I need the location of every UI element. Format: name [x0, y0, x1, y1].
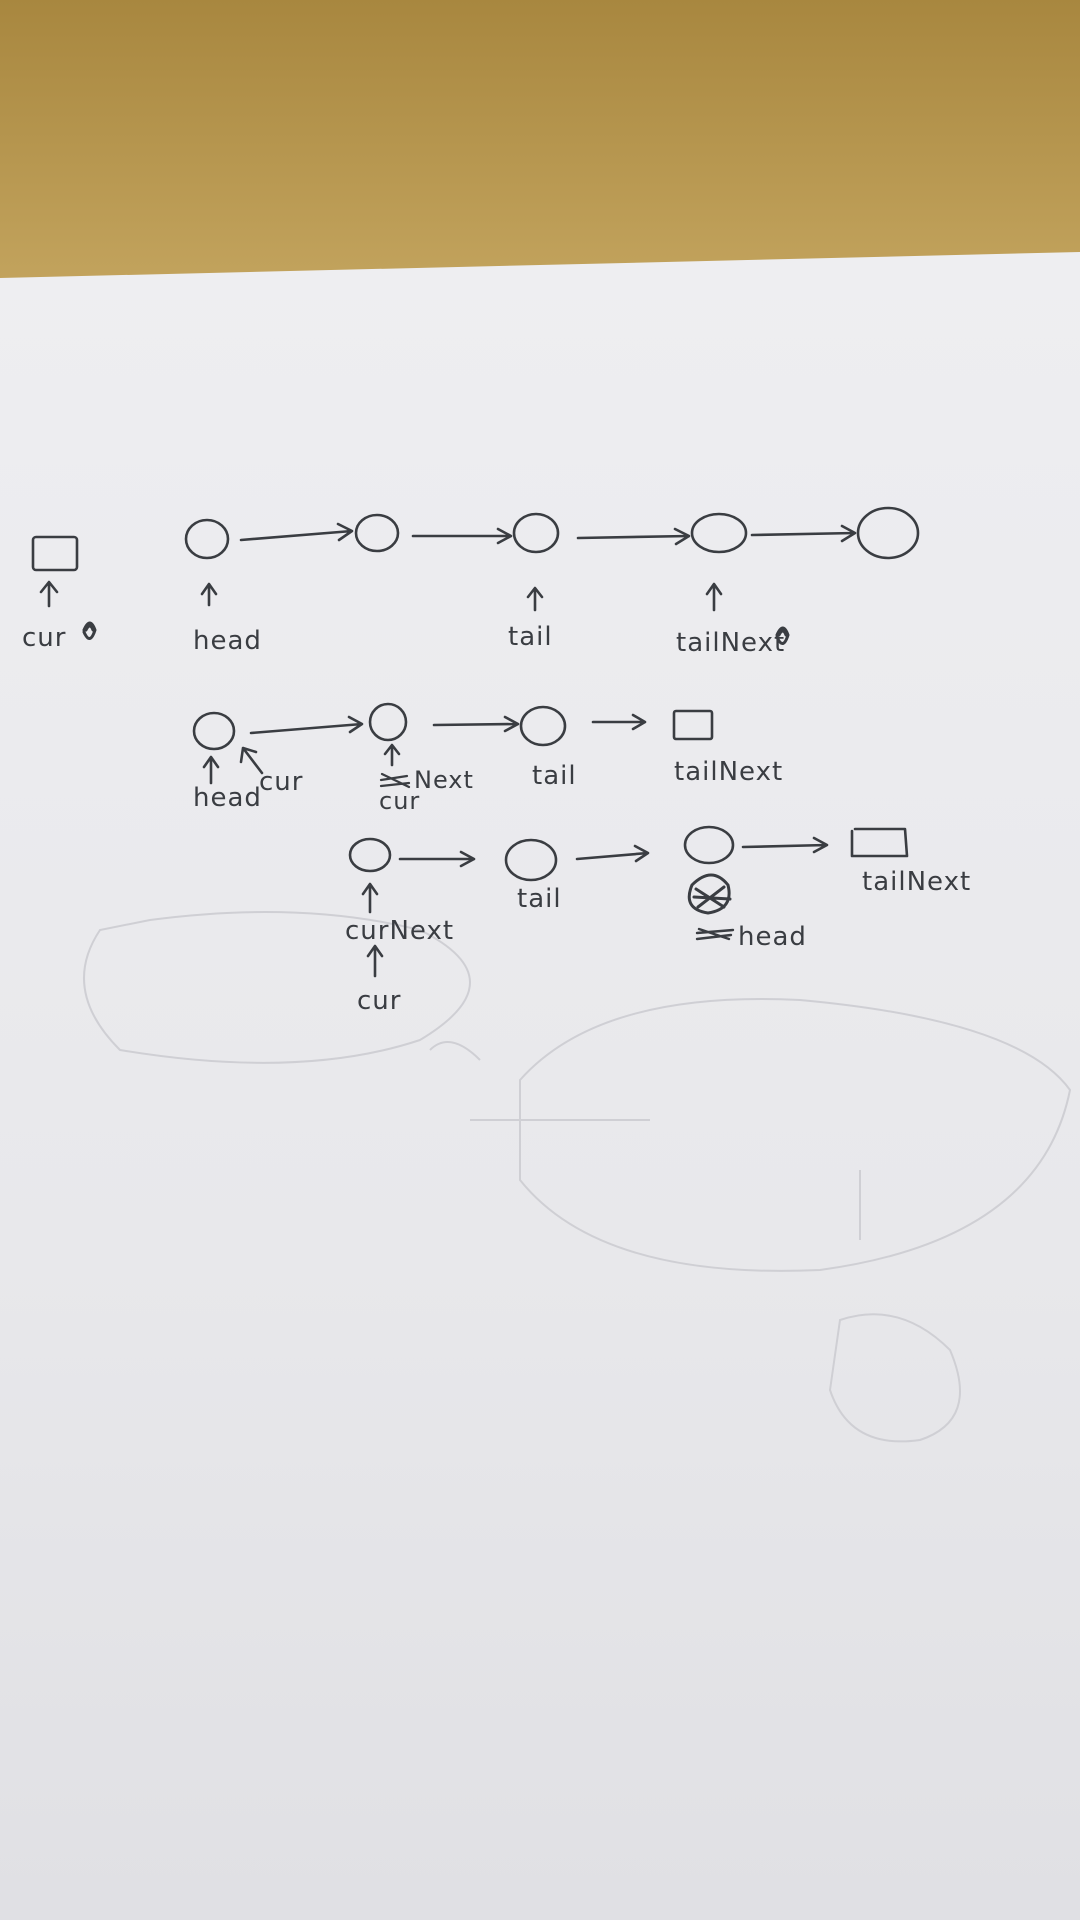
row3-link-arrow-1 — [398, 850, 476, 868]
row2-node-3 — [519, 705, 567, 747]
row1-link-arrow-1 — [239, 522, 354, 542]
row1-cur-pointer-arrow — [39, 580, 59, 608]
scribble-row2-next — [379, 772, 411, 789]
row3-tailnext-label: tailNext — [862, 867, 972, 897]
show-through-sketches — [83, 911, 1072, 1443]
row1-head-label: head — [193, 626, 262, 656]
row2-node-2 — [368, 702, 408, 742]
row3-tailnext-square — [850, 827, 909, 858]
row3-cur-pointer-arrow — [366, 944, 384, 978]
scribble-row3-tail — [695, 927, 735, 941]
row2-link-arrow-2 — [432, 715, 520, 733]
row2-node-1 — [192, 711, 236, 751]
row3-link-arrow-3 — [741, 836, 829, 854]
row1-node-5 — [856, 506, 920, 560]
row3-curnext-pointer-arrow — [361, 882, 379, 914]
row1-tailnext-pointer-arrow — [705, 582, 723, 612]
row2-tailnext-label: tailNext — [674, 757, 784, 787]
row2-cur-below-label: cur — [379, 787, 421, 815]
row3-curnext-label: curNext — [345, 916, 455, 946]
row1-link-arrow-2 — [411, 527, 513, 545]
row2-curnext-label: Next — [414, 766, 474, 794]
row1-head-pointer-arrow — [200, 582, 218, 607]
row2-head-pointer-arrow — [202, 755, 220, 785]
row1-node-2 — [354, 513, 400, 553]
row2-tail-label: tail — [532, 761, 577, 791]
scribble-row1-tailnext — [775, 626, 790, 645]
row1-node-3 — [512, 512, 560, 554]
row2-link-arrow-1 — [249, 715, 364, 735]
row1-dummy-node — [31, 535, 79, 572]
row1-tail-label: tail — [508, 622, 553, 652]
row1-node-1 — [184, 518, 230, 560]
row1-link-arrow-4 — [750, 524, 857, 543]
scribble-row3-cur — [687, 873, 732, 915]
paper-sheet — [0, 252, 1080, 1920]
ink-strokes — [31, 506, 920, 978]
row2-tailnext-square — [672, 709, 714, 741]
row2-curnext-pointer-arrow — [383, 743, 401, 767]
row2-cur-pointer-arrow — [239, 746, 264, 775]
desk-surface — [0, 0, 1080, 300]
row3-node-1 — [348, 837, 392, 873]
row1-cur-label: cur — [22, 623, 67, 653]
row3-node-3 — [683, 825, 735, 865]
row3-tail-label: tail — [517, 884, 562, 914]
row2-head-label: head — [193, 783, 262, 813]
row2-cur-label: cur — [259, 767, 304, 797]
row1-node-4 — [690, 512, 748, 554]
row3-link-arrow-2 — [575, 844, 650, 863]
row1-tail-pointer-arrow — [526, 586, 544, 612]
scribble-row1-cur — [82, 621, 97, 640]
row1-link-arrow-3 — [576, 527, 691, 546]
row1-tailnext-label: tailNext — [676, 628, 786, 658]
row3-head-label: head — [738, 922, 807, 952]
row2-link-arrow-3 — [591, 713, 647, 731]
row3-cur-label: cur — [357, 986, 402, 1016]
row3-node-2 — [504, 838, 558, 882]
